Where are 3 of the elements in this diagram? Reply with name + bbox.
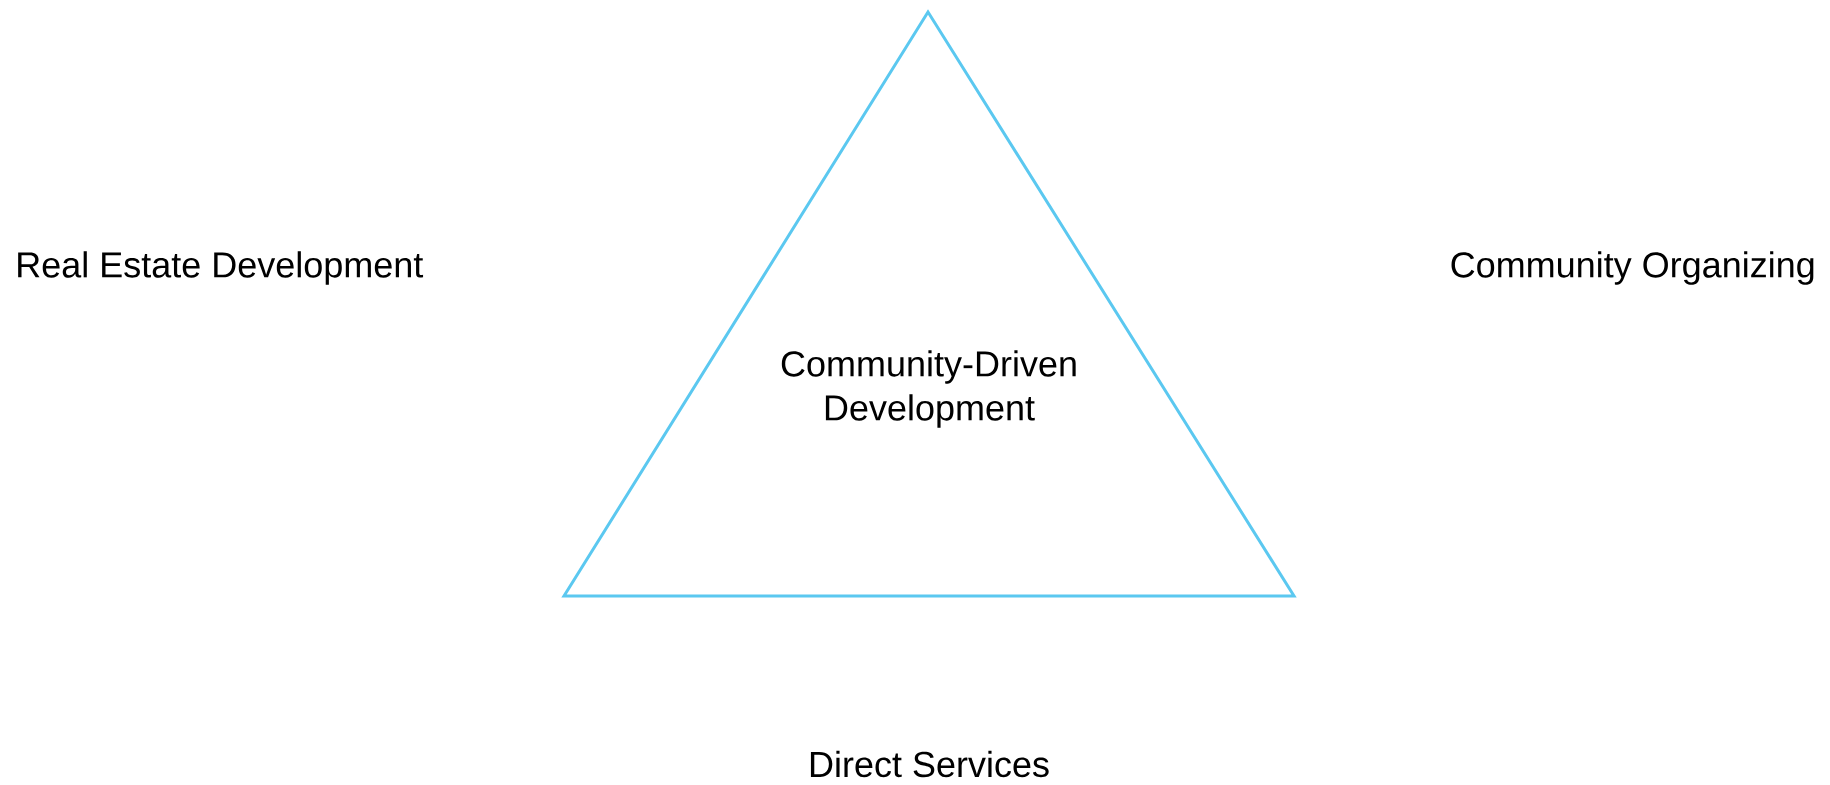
corner-label: Direct Services xyxy=(810,750,1049,778)
corner-label: Real Estate Development xyxy=(18,251,424,285)
corner-label: Community Organizing xyxy=(1451,251,1814,285)
